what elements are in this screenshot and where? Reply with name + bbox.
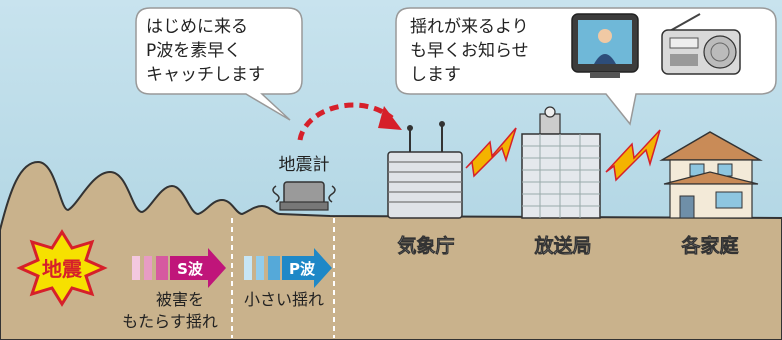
- facility-label: 気象庁: [397, 234, 454, 257]
- bubble-right-line: します: [410, 65, 461, 85]
- meteorological-agency-building: [387, 121, 463, 219]
- tv-icon: [571, 13, 639, 78]
- bubble-left-line: キャッチします: [146, 65, 265, 85]
- seismometer-icon: [272, 181, 336, 211]
- seismometer-label: 地震計: [279, 155, 330, 175]
- radio-icon: [661, 13, 741, 75]
- speech-bubble-left: はじめに来る P波を素早く キャッチします: [135, 7, 303, 121]
- bubble-left-line: P波を素早く: [146, 41, 241, 61]
- bubble-right-line: 揺れが来るより: [410, 17, 529, 37]
- s-wave-description-line: もたらす揺れ: [122, 312, 218, 331]
- house-building: [659, 131, 763, 219]
- broadcast-station-building: [521, 106, 601, 219]
- alert-arrow: [297, 102, 402, 141]
- signal-bolt-icon: [605, 129, 661, 182]
- s-wave-description-line: 被害を: [156, 290, 204, 309]
- facility-label: 放送局: [533, 234, 591, 257]
- bubble-left-line: はじめに来る: [146, 17, 248, 37]
- bubble-right-line: も早くお知らせ: [410, 41, 529, 61]
- earthquake-label: 地震: [42, 257, 83, 281]
- signal-bolt-icon: [465, 127, 517, 178]
- s-wave-label: S波: [177, 260, 204, 278]
- p-wave-arrow: P波: [244, 248, 332, 288]
- s-wave-arrow: S波: [132, 248, 226, 288]
- earthquake-burst: 地震: [16, 229, 108, 307]
- p-wave-label: P波: [289, 260, 316, 278]
- facility-label: 各家庭: [680, 234, 738, 257]
- ground: [0, 160, 782, 340]
- p-wave-description-line: 小さい揺れ: [244, 290, 324, 309]
